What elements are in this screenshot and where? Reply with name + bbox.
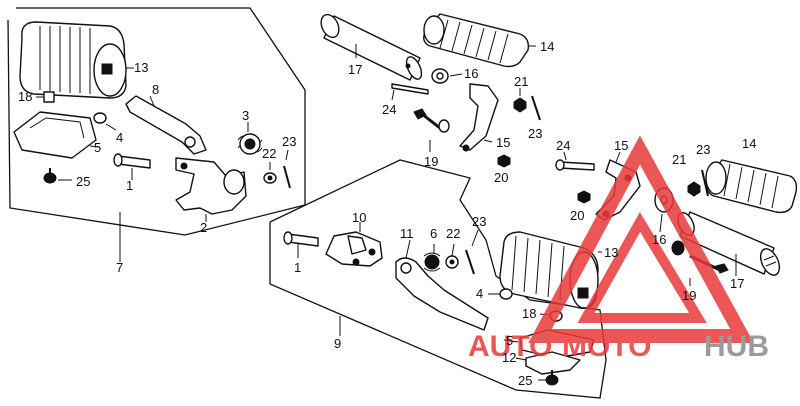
washer-4-center: [488, 288, 513, 300]
callout-1-center: 1: [294, 260, 301, 275]
callout-9: 9: [334, 336, 341, 351]
callout-21-top: 21: [514, 74, 528, 89]
washer-16-top: [431, 68, 463, 84]
callout-4-left: 4: [116, 130, 123, 145]
callout-16-top: 16: [464, 66, 478, 81]
grip-14-top: [423, 13, 536, 68]
callout-13-center: 13: [604, 245, 618, 260]
callout-22-left: 22: [262, 146, 276, 161]
callout-2: 2: [200, 220, 207, 235]
spring-3: [237, 122, 263, 155]
watermark-triangle-logo: [528, 135, 754, 343]
callout-15-right: 15: [614, 138, 628, 153]
callout-23-top: 23: [528, 126, 542, 141]
watermark-text-auto: AUTO: [468, 330, 552, 363]
callout-14-right: 14: [742, 136, 756, 151]
bracket-2: [175, 157, 247, 222]
cotter-pin-23-top: [531, 95, 541, 121]
callout-24-top: 24: [382, 102, 396, 117]
washer-22-left: [263, 162, 277, 184]
bolt-25-center: [538, 370, 559, 386]
nut-20-right: [577, 190, 591, 204]
plate-12: [515, 351, 581, 375]
cotter-pin-23-center: [465, 229, 479, 275]
washer-22-center: [445, 243, 459, 269]
callout-5-center: 5: [506, 333, 513, 348]
spring-6: [423, 244, 441, 272]
callout-19-top: 19: [424, 154, 438, 169]
callout-3: 3: [242, 108, 249, 123]
bolt-24-top: [391, 83, 429, 101]
callout-18-left: 18: [18, 89, 32, 104]
callout-13-left: 13: [134, 60, 148, 75]
callout-25-center: 25: [518, 373, 532, 388]
bolt-19-top: [413, 108, 450, 152]
callout-20-right: 20: [570, 208, 584, 223]
watermark-text-moto: MOTO: [562, 330, 651, 363]
bracket-15-top: [459, 83, 499, 152]
callout-23-center: 23: [472, 214, 486, 229]
grip-14-right: [705, 159, 798, 214]
nut-21-top: [513, 88, 527, 113]
callout-4-center: 4: [476, 286, 483, 301]
callout-24-right: 24: [556, 138, 570, 153]
callout-22-center: 22: [446, 226, 460, 241]
callout-21-right: 21: [672, 152, 686, 167]
callout-17-right: 17: [730, 276, 744, 291]
watermark: AUTO MOTO HUB: [468, 135, 769, 363]
callout-18-center: 18: [522, 306, 536, 321]
group-9-frame: [269, 159, 607, 399]
bracket-10: [325, 222, 383, 267]
callout-23-right: 23: [696, 142, 710, 157]
callout-17-top: 17: [348, 62, 362, 77]
callout-20-top: 20: [494, 170, 508, 185]
grip-13-left: [19, 21, 134, 99]
footpeg-arm-11: [395, 239, 489, 331]
callout-15-top: 15: [496, 135, 510, 150]
peg-tube-17-top: [320, 13, 423, 81]
footpeg-arm-8: [125, 95, 207, 155]
collar-18-left: [36, 91, 55, 103]
cotter-pin-23-right: [701, 169, 709, 197]
callout-19-right: 19: [682, 288, 696, 303]
callout-5-left: 5: [94, 140, 101, 155]
callout-23-left: 23: [282, 134, 296, 149]
cotter-pin-23-left: [283, 149, 291, 189]
callout-11: 11: [400, 226, 414, 241]
pin-1-center: [283, 231, 319, 258]
nut-21-right: [687, 181, 701, 197]
callout-7: 7: [116, 260, 123, 275]
callout-6: 6: [430, 226, 437, 241]
pin-1-left: [113, 153, 151, 180]
callout-labels: 13 18 8 4 5 3 22 23 1 25 2 7 17 14 16 21…: [18, 39, 756, 388]
bolt-25-left: [43, 168, 72, 184]
callout-25-left: 25: [76, 174, 90, 189]
nut-20-top: [497, 154, 511, 168]
washer-4-left: [93, 112, 117, 131]
callout-10: 10: [352, 210, 366, 225]
callout-8: 8: [152, 82, 159, 97]
callout-16-right: 16: [652, 232, 666, 247]
callout-1-left: 1: [126, 178, 133, 193]
watermark-text-hub: HUB: [704, 330, 769, 363]
callout-14-top: 14: [540, 39, 554, 54]
callout-12: 12: [502, 350, 516, 365]
footpeg-rubber-5-left: [13, 111, 101, 159]
bolt-24-right: [555, 151, 595, 171]
